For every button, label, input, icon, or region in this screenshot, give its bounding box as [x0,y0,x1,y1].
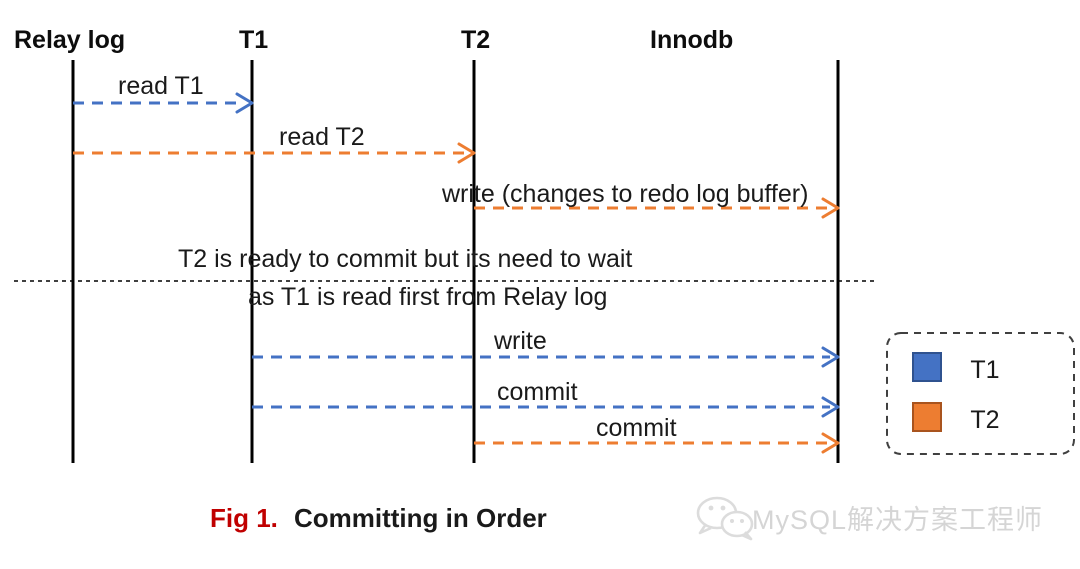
legend: T1 T2 [886,332,1075,455]
message-arrow-write [252,346,840,368]
message-label-commit-t2: commit [596,414,677,442]
legend-swatch-t1 [912,352,942,382]
message-arrow-commit-t1 [252,396,840,418]
lifeline-bars [71,60,840,463]
message-arrow-read-t1 [73,92,254,114]
lifeline-label-t1: T1 [239,26,268,54]
lifeline-label-innodb: Innodb [650,26,733,54]
message-labels: read T1 read T2 write (changes to redo l… [118,72,808,442]
message-arrows-layer [73,92,840,454]
caption-figure-number: Fig 1. [210,503,278,533]
figure-caption: Fig 1. Committing in Order [210,503,547,533]
note-line-2: as T1 is read first from Relay log [248,283,607,311]
legend-swatch-t2 [912,402,942,432]
lifeline-headers: Relay log T1 T2 Innodb [14,26,733,54]
note-line-1: T2 is ready to commit but its need to wa… [178,245,632,273]
caption-title: Committing in Order [294,503,547,533]
message-label-write-redo-log-buffer: write (changes to redo log buffer) [441,180,808,208]
message-arrow-write-redo [474,197,840,219]
watermark-label: MySQL解决方案工程师 [752,505,1043,535]
message-arrow-read-t2 [73,142,476,164]
lifeline-label-t2: T2 [461,26,490,54]
legend-label-t2: T2 [970,406,999,434]
message-label-write: write [493,327,547,355]
wait-note: T2 is ready to commit but its need to wa… [178,245,632,311]
message-label-commit-t1: commit [497,378,578,406]
wechat-icon [696,496,754,541]
lifeline-label-relay-log: Relay log [14,26,125,54]
message-label-read-t2: read T2 [279,123,365,151]
legend-label-t1: T1 [970,356,999,384]
watermark: MySQL解决方案工程师 [696,496,1043,541]
message-arrow-commit-t2 [474,432,840,454]
message-label-read-t1: read T1 [118,72,204,100]
legend-box [886,332,1075,455]
